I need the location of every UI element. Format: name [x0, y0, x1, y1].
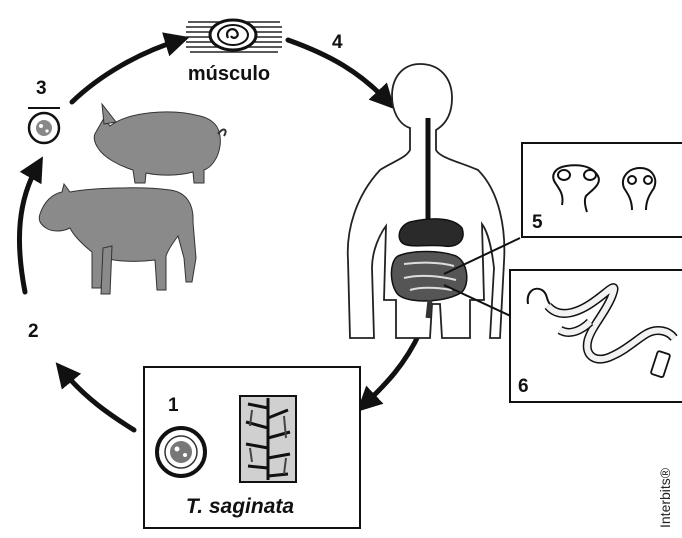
- label-species: T. saginata: [186, 495, 294, 518]
- step-number-2: 2: [28, 321, 39, 342]
- rectum: [428, 300, 430, 318]
- cow-icon: [39, 184, 196, 294]
- box-scolex: 5: [522, 143, 682, 237]
- credit-watermark: Interbits®: [657, 467, 673, 528]
- arrow-3-to-muscle: [72, 40, 180, 102]
- arrow-1-to-2: [62, 370, 134, 430]
- egg-icon-step-3: [28, 108, 60, 143]
- proglottid-icon: [240, 396, 296, 482]
- muscle-cyst-icon: [186, 20, 282, 52]
- box-adult-worm: 6: [510, 270, 682, 402]
- step-number-4: 4: [332, 32, 343, 53]
- box-egg-proglottid: 1 T. saginata: [144, 367, 360, 528]
- pig-icon: [94, 104, 225, 183]
- step-number-5: 5: [532, 212, 543, 233]
- label-muscle: músculo: [188, 63, 270, 85]
- arrow-human-to-1: [364, 332, 420, 405]
- egg-icon-step-1: [157, 428, 205, 476]
- arrow-2-to-3: [19, 165, 38, 292]
- step-number-3: 3: [36, 78, 47, 99]
- step-number-1: 1: [168, 395, 179, 416]
- stomach: [399, 219, 463, 246]
- step-number-6: 6: [518, 376, 529, 397]
- human-figure: [348, 64, 505, 338]
